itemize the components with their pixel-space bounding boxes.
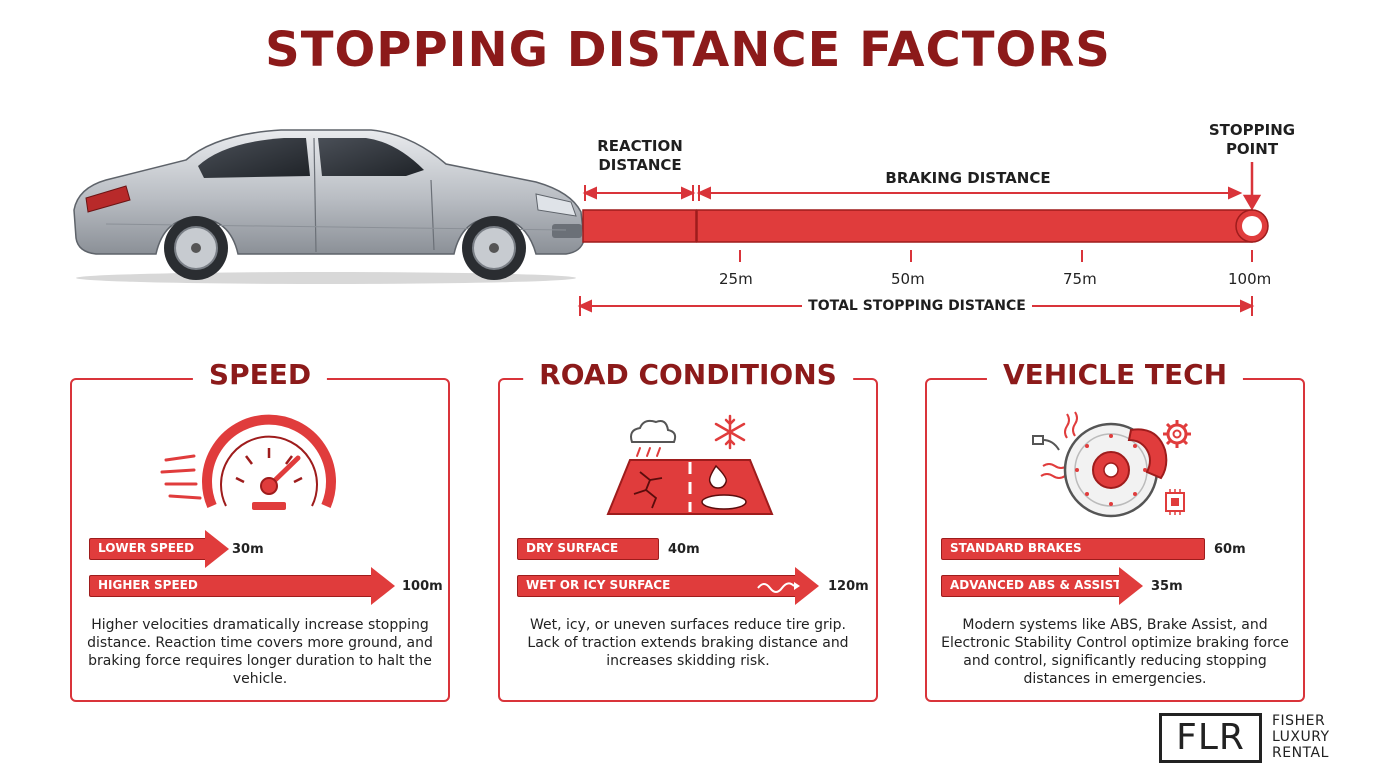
speed-panel: SPEED LOWER SPEED 30m HIGHER SPEED 100m … [70, 358, 450, 702]
brand-name-line-1: FISHER [1272, 713, 1326, 729]
wet-icy-surface-value: 120m [828, 579, 869, 594]
reaction-distance-arrow [582, 185, 696, 201]
dry-surface-value: 40m [668, 542, 700, 557]
brand-logo: FLR [1159, 713, 1262, 763]
heat-icon [1040, 411, 1078, 479]
car-illustration [73, 129, 585, 284]
brand-name-line-3: RENTAL [1272, 745, 1329, 761]
tick-75m: 75m [1063, 270, 1097, 288]
brand-name-line-2: LUXURY [1272, 729, 1330, 745]
tick-25m: 25m [719, 270, 753, 288]
brake-disc-icon [1032, 411, 1191, 518]
higher-speed-bar: HIGHER SPEED [89, 567, 395, 605]
vehicle-tech-panel: VEHICLE TECH [925, 358, 1305, 702]
total-stopping-distance-label: TOTAL STOPPING DISTANCE [808, 298, 1026, 314]
puddle-icon [701, 494, 747, 510]
higher-speed-value: 100m [402, 579, 443, 594]
braking-distance-label: BRAKING DISTANCE [885, 169, 1051, 187]
speedometer-icon [160, 414, 336, 510]
road-surface-icon [606, 414, 774, 515]
lower-speed-value: 30m [232, 542, 264, 557]
brand-name: FISHER LUXURY RENTAL [1272, 713, 1330, 761]
tick-100m: 100m [1228, 270, 1272, 288]
crack-icon [633, 471, 663, 509]
standard-brakes-bar: STANDARD BRAKES [941, 538, 1205, 560]
reaction-distance-label: REACTION DISTANCE [597, 137, 683, 174]
road-conditions-panel: ROAD CONDITIONS [498, 358, 878, 702]
stopping-distance-diagram [577, 162, 1269, 316]
stopping-point-label: STOPPING POINT [1208, 121, 1296, 158]
total-distance-arrow [577, 296, 1255, 316]
scale-ticks [739, 250, 1253, 262]
gear-icon [1163, 420, 1191, 448]
braking-bar [696, 209, 1253, 243]
vehicle-tech-description: Modern systems like ABS, Brake Assist, a… [941, 617, 1289, 687]
stopping-point-arrow [1242, 162, 1262, 211]
braking-distance-arrow [696, 185, 1243, 201]
reaction-bar [582, 209, 697, 243]
wet-icy-surface-bar: WET OR ICY SURFACE [517, 567, 819, 605]
sensor-plug-icon [1032, 435, 1060, 451]
chip-icon [1165, 489, 1185, 515]
standard-brakes-value: 60m [1214, 542, 1246, 557]
skid-wave-icon [757, 582, 800, 593]
water-drop-icon [708, 464, 728, 489]
snowflake-icon [714, 414, 746, 450]
lower-speed-bar: LOWER SPEED [89, 530, 229, 568]
tick-50m: 50m [891, 270, 925, 288]
caliper-icon [1127, 428, 1168, 480]
road-conditions-description: Wet, icy, or uneven surfaces reduce tire… [527, 617, 849, 669]
road-conditions-panel-title: ROAD CONDITIONS [523, 358, 853, 391]
dry-surface-bar: DRY SURFACE [517, 538, 659, 560]
speed-description: Higher velocities dramatically increase … [87, 617, 433, 687]
speed-panel-title: SPEED [192, 358, 328, 391]
vehicle-tech-panel-title: VEHICLE TECH [986, 358, 1244, 391]
page-title: STOPPING DISTANCE FACTORS [265, 22, 1111, 78]
advanced-abs-bar: ADVANCED ABS & ASSIST [941, 567, 1143, 605]
advanced-abs-value: 35m [1151, 579, 1183, 594]
